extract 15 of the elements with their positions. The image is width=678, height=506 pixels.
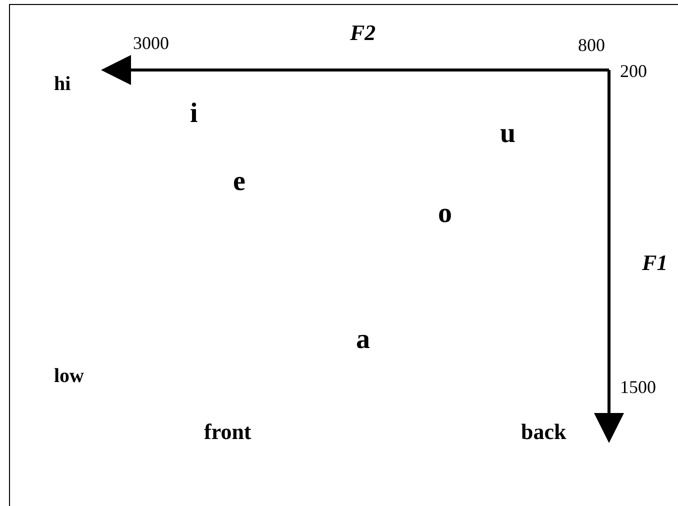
tick-label: 200: [620, 62, 647, 80]
tick-label: 800: [578, 36, 605, 54]
vowel-label: a: [356, 326, 370, 354]
vowel-label: i: [190, 100, 198, 128]
vowel-label: o: [438, 200, 452, 228]
axis-end-label: front: [204, 421, 252, 443]
vowel-label: e: [233, 168, 246, 196]
axis-end-label: hi: [54, 74, 71, 94]
axis-end-label: back: [521, 421, 566, 443]
axis-title: F2: [350, 22, 376, 44]
tick-label: 3000: [133, 34, 169, 52]
vowel-label: u: [500, 120, 516, 148]
axis-end-label: low: [54, 366, 84, 386]
tick-label: 1500: [620, 378, 656, 396]
axis-title: F1: [642, 252, 668, 274]
